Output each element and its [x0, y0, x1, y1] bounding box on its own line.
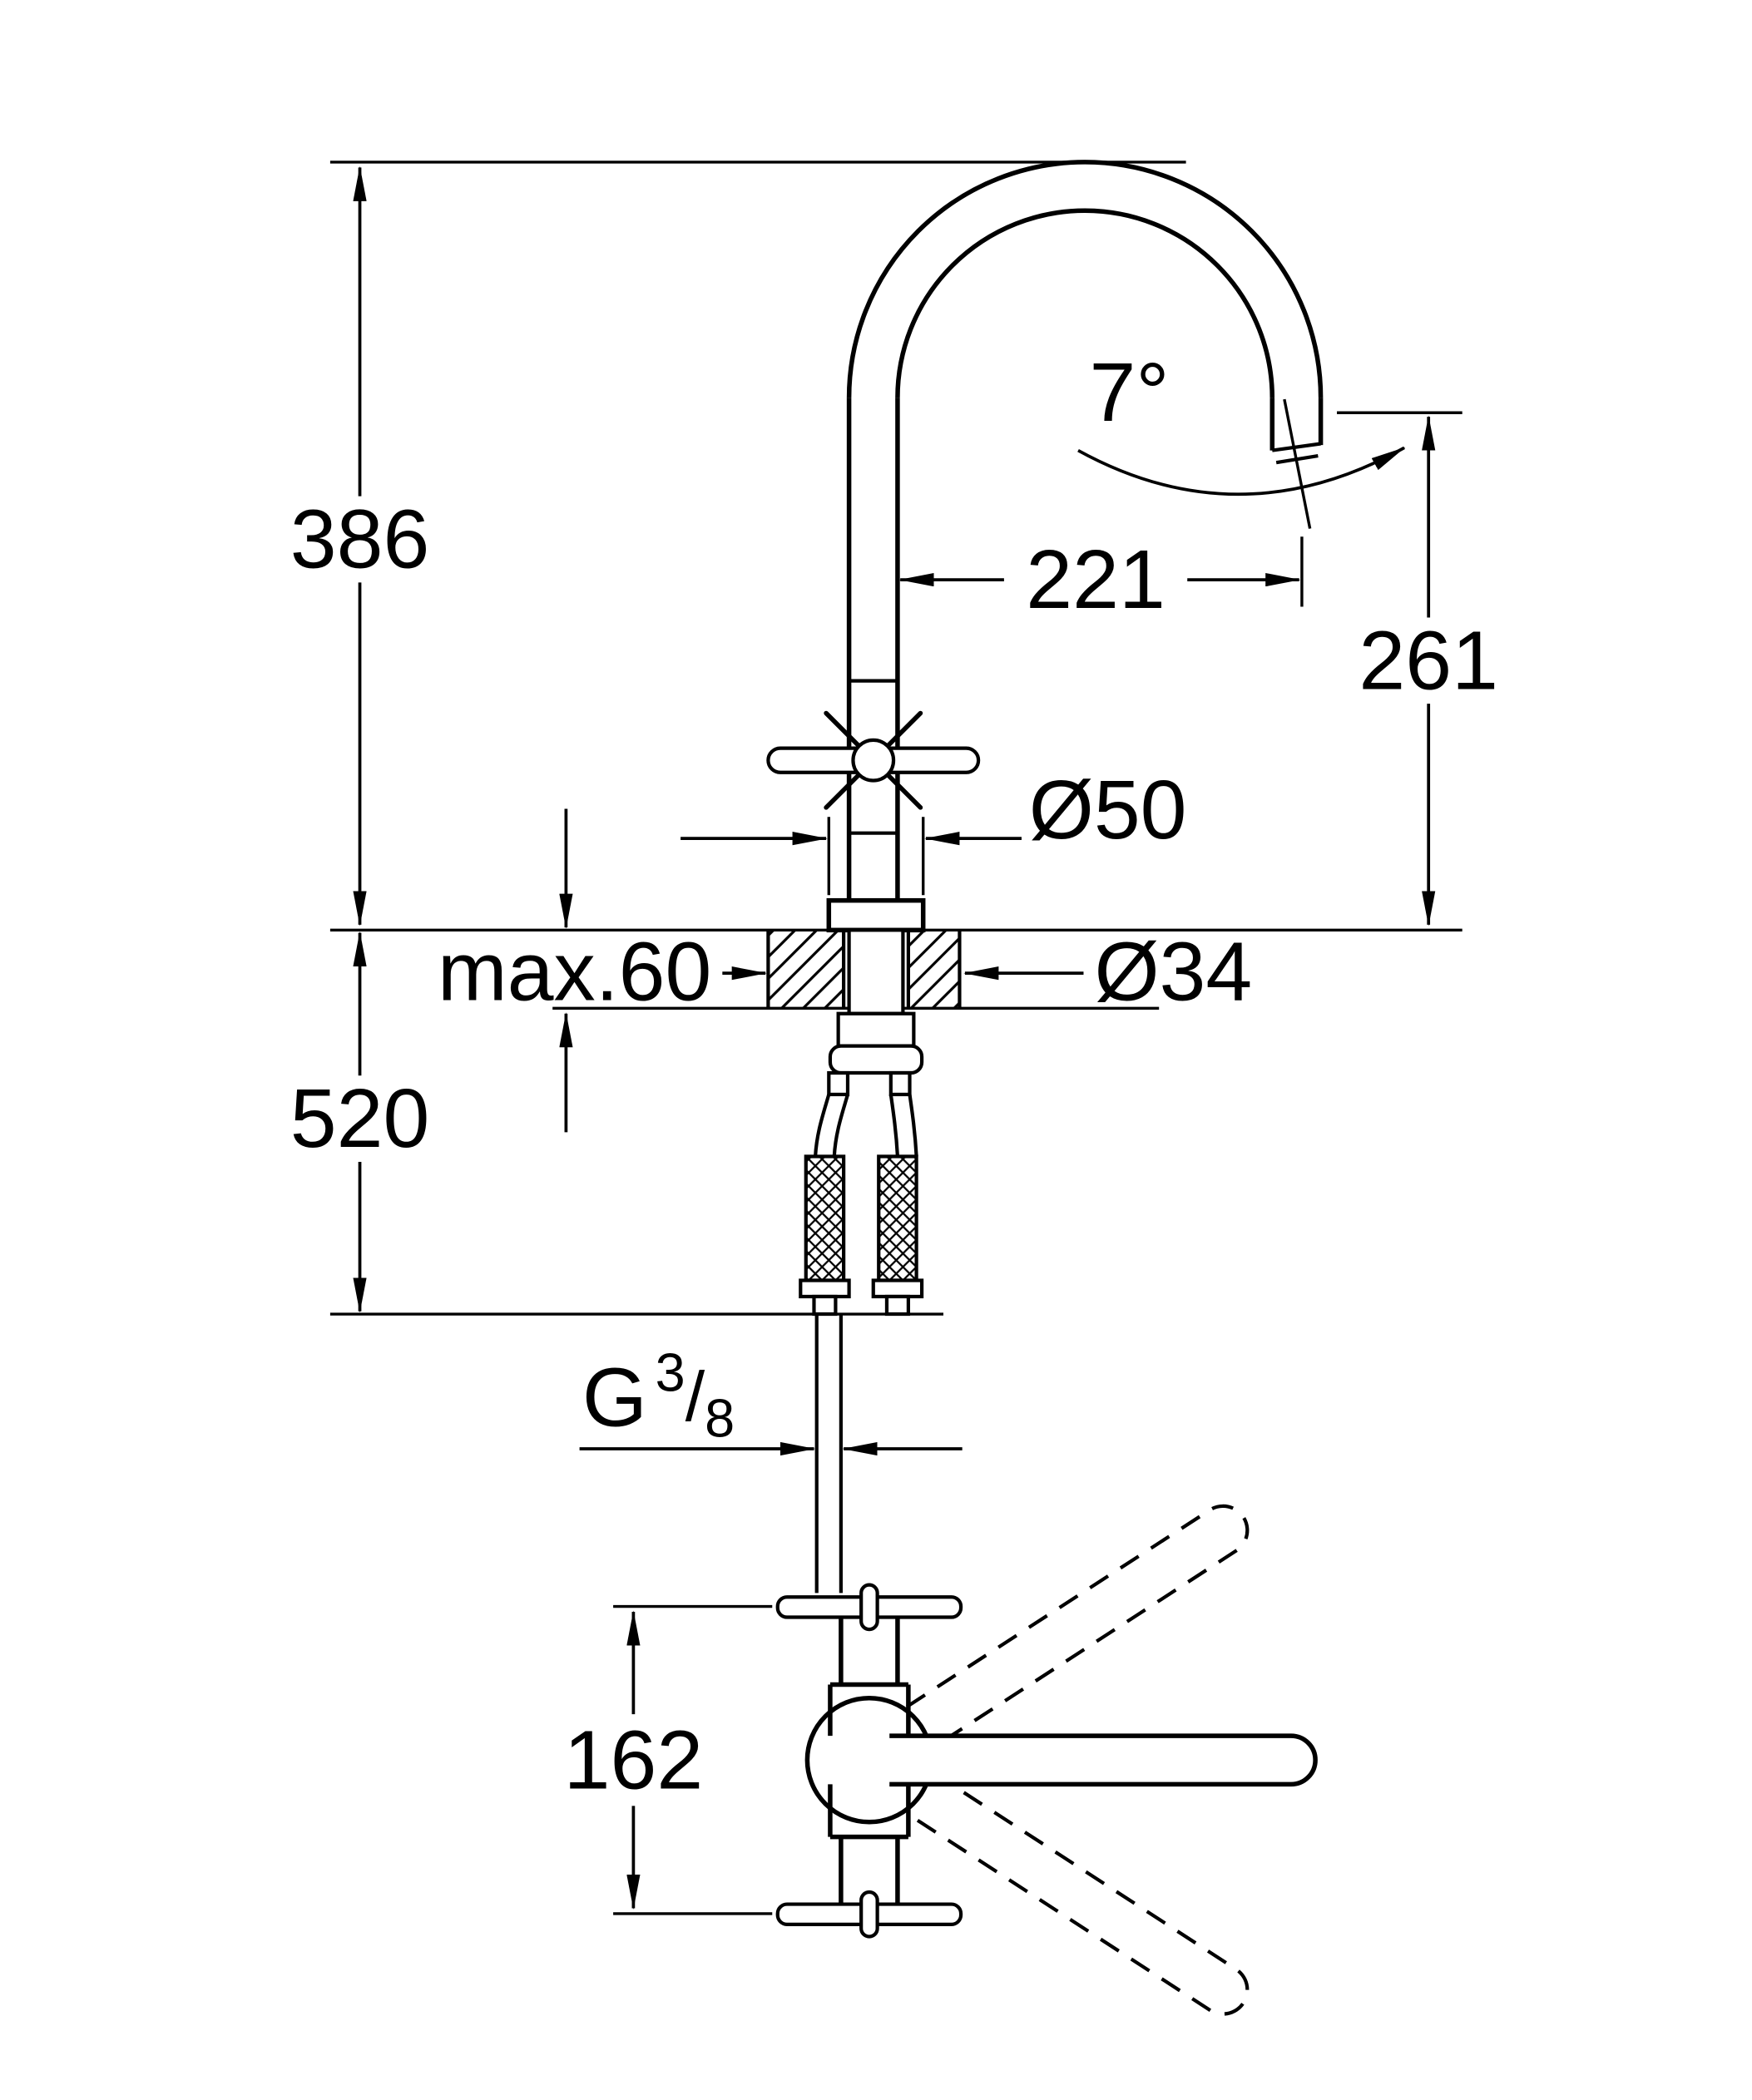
angle-arc-arrow [1077, 446, 1406, 497]
threaded-stud-right [877, 1154, 918, 1282]
threaded-stud-left [804, 1154, 846, 1282]
top-view: 162 [564, 1504, 1318, 2016]
hose-port-right [888, 1070, 912, 1097]
dimension-max-counter-thickness: max.60 [438, 808, 767, 1133]
spout-top-view [889, 1733, 1318, 1787]
dim-34-label: Ø34 [1094, 926, 1252, 1019]
dimension-outlet-height: 261 [1359, 415, 1498, 926]
dim-221-label: 221 [1026, 533, 1166, 626]
spout-swivel-down [906, 1771, 1250, 2016]
dim-7deg-label: 7° [1090, 346, 1170, 439]
dimension-height-above-counter: 386 [290, 166, 430, 926]
stud-stem-left [812, 1294, 838, 1317]
handle-stems [839, 1617, 900, 1905]
cross-handle-bottom-stub [859, 1890, 879, 1939]
dim-386-label: 386 [290, 493, 430, 586]
mounting-shank [847, 928, 905, 1015]
spout-inner-arc [895, 208, 1275, 398]
counter-section-edges [766, 930, 962, 1009]
hose-port-left [827, 1070, 850, 1097]
supply-hose-right [888, 1094, 918, 1157]
thread-g: G [582, 1351, 647, 1444]
stud-stem-right [884, 1294, 910, 1317]
handle-hub [851, 738, 896, 783]
dim-60-label: max.60 [438, 926, 711, 1019]
counter-hatch-left [768, 930, 844, 1009]
thread-numerator: 3 [656, 1342, 685, 1402]
dim-520-label: 520 [290, 1072, 430, 1165]
dimension-height-below-counter: 520 [290, 931, 430, 1313]
thread-slash: / [685, 1357, 705, 1435]
dimension-base-diameter: Ø50 [681, 763, 1187, 896]
riser-tube [846, 398, 900, 901]
dim-50-label: Ø50 [1029, 763, 1187, 857]
faucet-outline [766, 160, 1324, 933]
supply-hose-left [813, 1094, 850, 1157]
spout-outer-arc [846, 160, 1324, 398]
spout-outlet-tube [1269, 398, 1324, 451]
dimension-outlet-angle: 7° [1077, 346, 1406, 497]
top-view-body [775, 1583, 1318, 1939]
dim-162-label: 162 [564, 1713, 704, 1806]
lock-nut [836, 1011, 916, 1048]
front-view: 386 520 221 261 7° [290, 160, 1498, 1594]
countertop-section [766, 930, 962, 1009]
riser-joints [849, 679, 898, 835]
stud-foot-left [799, 1278, 851, 1299]
cross-handle-top-stub [859, 1583, 879, 1632]
supply-connections [799, 928, 924, 1594]
swivel-range-dashed [906, 1504, 1250, 2016]
supply-hose-long [814, 1314, 843, 1594]
stud-foot-right [871, 1278, 924, 1299]
dim-50-extensions [827, 817, 925, 896]
dimension-hole-diameter: Ø34 [963, 926, 1252, 1019]
spout-swivel-up [906, 1504, 1250, 1749]
outlet-axis-line [1283, 398, 1312, 529]
base-flange [826, 897, 926, 933]
body-mid-section [828, 1682, 911, 1840]
dim-162-extensions [613, 1604, 773, 1915]
dimension-spout-projection: 221 [898, 533, 1304, 626]
dimension-swivel-footprint: 162 [564, 1604, 773, 1915]
counter-hatch-right [908, 930, 960, 1009]
mounting-washer [828, 1044, 924, 1075]
dim-261-label: 261 [1359, 614, 1498, 707]
thread-denominator: 8 [705, 1387, 735, 1448]
